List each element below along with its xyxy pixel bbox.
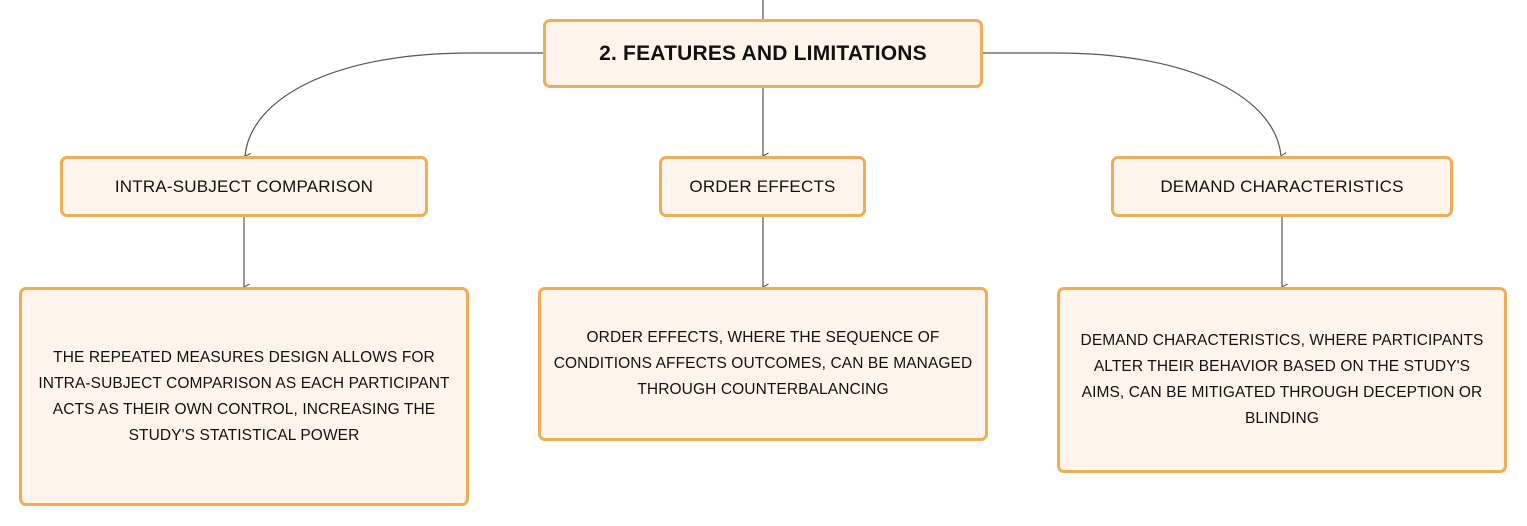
connector-root-to-topic-1 (245, 52, 543, 156)
detail-node-demand-characteristics[interactable]: DEMAND CHARACTERISTICS, WHERE PARTICIPAN… (1057, 287, 1507, 473)
detail-node-order-effects[interactable]: ORDER EFFECTS, WHERE THE SEQUENCE OF CON… (538, 287, 988, 441)
detail-node-text: DEMAND CHARACTERISTICS, WHERE PARTICIPAN… (1080, 332, 1484, 427)
detail-node-text: THE REPEATED MEASURES DESIGN ALLOWS FOR … (38, 348, 450, 444)
root-node[interactable]: 2. FEATURES AND LIMITATIONS (543, 19, 983, 88)
root-node-label: 2. FEATURES AND LIMITATIONS (599, 41, 927, 65)
topic-node-label: ORDER EFFECTS (689, 176, 836, 196)
topic-node-intra-subject-comparison[interactable]: INTRA-SUBJECT COMPARISON (60, 156, 428, 217)
topic-node-order-effects[interactable]: ORDER EFFECTS (659, 156, 866, 217)
topic-node-label: INTRA-SUBJECT COMPARISON (114, 176, 374, 196)
connector-root-to-topic-3 (983, 52, 1281, 156)
topic-node-label: DEMAND CHARACTERISTICS (1160, 176, 1404, 196)
detail-node-text: ORDER EFFECTS, WHERE THE SEQUENCE OF CON… (553, 329, 973, 398)
detail-node-intra-subject-comparison[interactable]: THE REPEATED MEASURES DESIGN ALLOWS FOR … (19, 287, 469, 506)
topic-node-demand-characteristics[interactable]: DEMAND CHARACTERISTICS (1111, 156, 1453, 217)
